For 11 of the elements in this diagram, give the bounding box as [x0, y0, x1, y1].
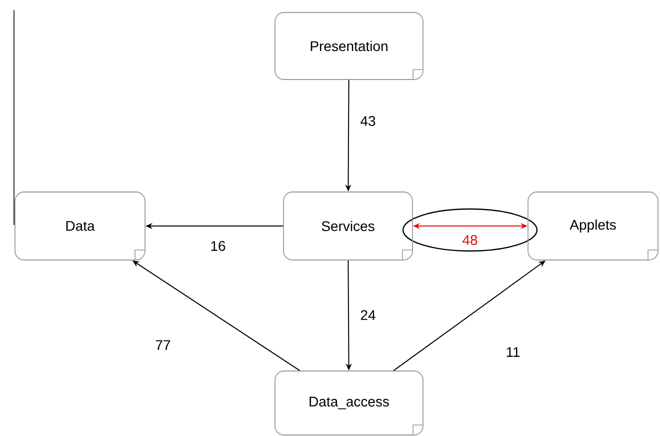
note-box: Presentation: [274, 12, 424, 80]
note-box: Data_access: [274, 370, 424, 436]
edge-label: 16: [209, 240, 227, 252]
note-box: Applets: [528, 192, 658, 260]
note-box: Data: [14, 192, 146, 260]
edge-label: 24: [359, 309, 377, 321]
note-box: Services: [283, 192, 413, 260]
edge-label: 43: [359, 115, 377, 127]
edge-label: 48: [461, 234, 479, 246]
edge-label: 11: [504, 346, 522, 358]
edge-label: 77: [154, 339, 172, 351]
